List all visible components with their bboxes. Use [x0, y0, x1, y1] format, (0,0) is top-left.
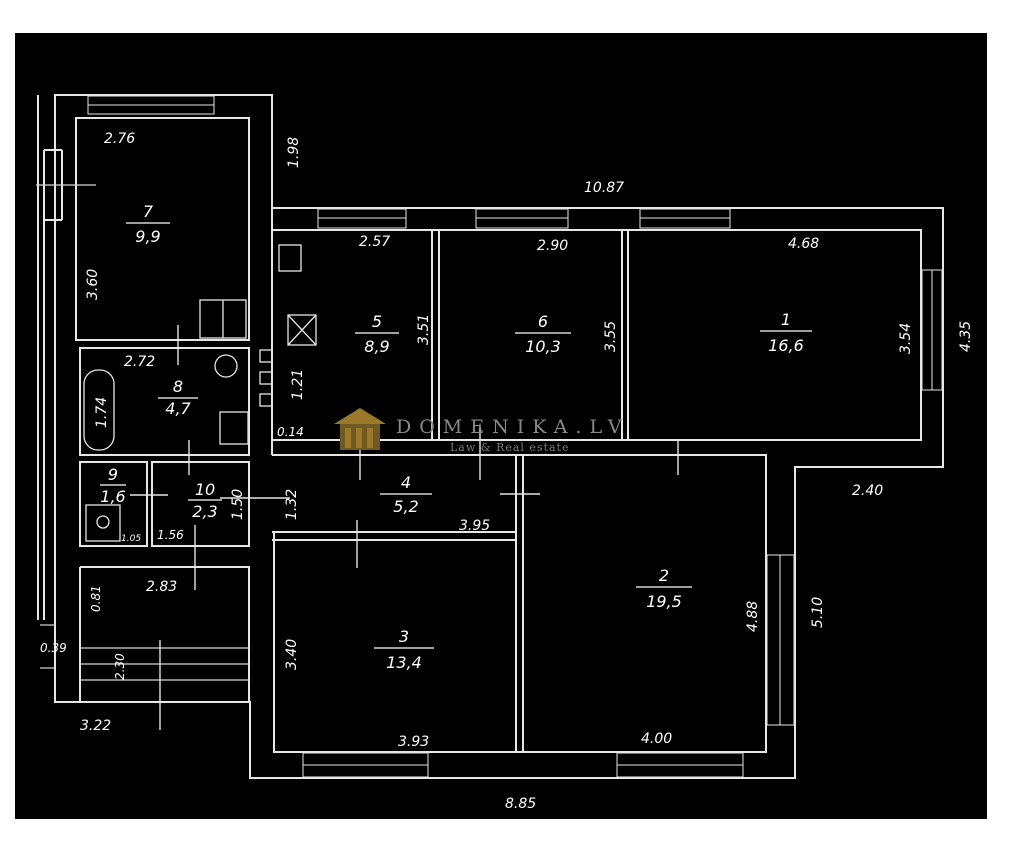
dim-room1-width: 4.68: [788, 236, 819, 252]
dim-room2-width: 4.00: [641, 731, 672, 747]
svg-text:2: 2: [659, 566, 669, 585]
room-5: 5 8,9: [355, 312, 399, 356]
svg-text:8,9: 8,9: [364, 337, 389, 356]
svg-text:7: 7: [143, 202, 154, 221]
dim-room10-width: 1.56: [157, 528, 184, 542]
watermark-subtitle: Law & Real estate: [450, 441, 570, 454]
dim-room10-height: 1.50: [230, 489, 246, 520]
room-2: 2 19,5: [636, 566, 692, 611]
dim-room9-width: 1.05: [121, 534, 141, 544]
dim-overall-bottom: 8.85: [505, 796, 536, 812]
dim-room2-height: 4.88: [745, 601, 761, 632]
dim-overall-top: 10.87: [584, 180, 624, 196]
dim-room4-height: 1.32: [284, 489, 300, 520]
svg-text:10,3: 10,3: [525, 337, 561, 356]
dim-room7-width: 2.76: [104, 131, 135, 147]
svg-text:16,6: 16,6: [768, 336, 804, 355]
dim-room4-width: 3.95: [459, 518, 490, 534]
dim-room8-width: 2.72: [124, 354, 155, 370]
svg-text:13,4: 13,4: [386, 653, 422, 672]
dim-room7-right: 1.98: [286, 137, 302, 168]
door-marks: [130, 325, 679, 730]
dim-room3-width: 3.93: [398, 734, 429, 750]
svg-text:4,7: 4,7: [165, 399, 191, 418]
dim-step-right: 2.40: [852, 483, 883, 499]
svg-text:4: 4: [401, 473, 411, 492]
room-1: 1 16,6: [760, 310, 812, 355]
dim-room5-width: 2.57: [359, 234, 390, 250]
room-4: 4 5,2: [380, 473, 432, 516]
svg-text:1,6: 1,6: [100, 487, 125, 506]
dim-room7-height: 3.60: [85, 269, 101, 300]
windows: [87, 95, 943, 778]
room-9: 9 1,6: [100, 465, 126, 506]
dim-right-lower: 5.10: [810, 597, 826, 628]
watermark: DOMENIKA.LV Law & Real estate: [334, 408, 630, 454]
svg-text:3: 3: [399, 627, 409, 646]
svg-text:9: 9: [108, 465, 118, 484]
chimney-icon: [287, 314, 317, 346]
dim-entry-left: 0.39: [40, 641, 67, 655]
dim-room1-height: 3.54: [898, 323, 914, 354]
watermark-title: DOMENIKA.LV: [396, 416, 630, 438]
svg-text:5: 5: [372, 312, 382, 331]
fixtures: [83, 244, 317, 542]
dim-right-upper: 4.35: [958, 321, 974, 352]
dim-room5-height: 3.51: [416, 314, 432, 345]
svg-text:1: 1: [781, 310, 791, 329]
dim-room8-height: 1.74: [94, 397, 110, 428]
svg-text:8: 8: [173, 377, 183, 396]
dim-room3-height: 3.40: [284, 639, 300, 670]
dim-hall-width: 2.83: [146, 579, 177, 595]
room-7: 7 9,9: [126, 202, 170, 246]
svg-text:19,5: 19,5: [646, 592, 682, 611]
svg-text:2,3: 2,3: [192, 502, 217, 521]
drawing-background: [15, 33, 987, 819]
svg-text:9,9: 9,9: [135, 227, 160, 246]
room-8: 8 4,7: [158, 377, 198, 418]
toilet-icon: [85, 504, 121, 542]
dimension-labels: 10.87 8.85 4.35 5.10 2.40 4.68 3.54 2.90…: [40, 131, 974, 812]
svg-text:6: 6: [538, 312, 548, 331]
room-6: 6 10,3: [515, 312, 571, 356]
room-labels: 1 16,6 2 19,5 3 13,4 4 5,2 5 8,9 6 10,3: [100, 202, 812, 672]
dim-vent-height: 1.21: [290, 369, 306, 400]
house-logo-icon: [334, 408, 386, 450]
bathtub-icon: [83, 369, 115, 451]
dim-hall-small: 0.81: [89, 585, 103, 612]
ventilation-icon: [259, 349, 273, 363]
dim-wall-small: 0.14: [277, 425, 304, 439]
dim-room6-width: 2.90: [537, 238, 568, 254]
svg-text:5,2: 5,2: [393, 497, 418, 516]
room-10: 10 2,3: [188, 480, 222, 521]
walls: [36, 94, 944, 779]
room-3: 3 13,4: [374, 627, 434, 672]
washbasin-icon: [214, 354, 238, 378]
dim-entry-width: 3.22: [80, 718, 111, 734]
dim-stair-height: 2.30: [113, 653, 127, 680]
svg-text:10: 10: [195, 480, 215, 499]
dim-room6-height: 3.55: [603, 321, 619, 352]
